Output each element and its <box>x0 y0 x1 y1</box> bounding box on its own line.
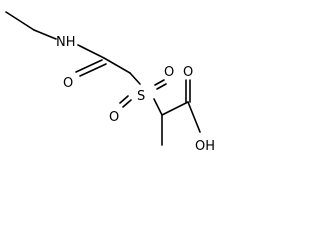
atom-o-carbonyl-acid-label: O <box>183 65 193 80</box>
atom-oh-label: OH <box>195 139 215 154</box>
structure-canvas: NH O S O O O OH <box>5 11 215 154</box>
atom-o-sulfonyl-left-label: O <box>109 110 119 125</box>
bond-ch2-s <box>129 72 141 85</box>
atom-nh-label: NH <box>56 35 76 50</box>
bond-s-oleft-2 <box>122 99 132 108</box>
bond-s-oleft-1 <box>119 95 129 104</box>
bond-s-oright-1 <box>154 79 165 86</box>
bond-s-oright-2 <box>156 83 167 90</box>
bond-ethyl-c1-c2 <box>5 11 35 31</box>
atom-o-sulfonyl-right-label: O <box>164 65 174 80</box>
bond-s-ch <box>153 98 163 116</box>
bond-ethyl-c2-n <box>33 29 57 40</box>
bond-ccarboxyl-oh <box>187 101 201 133</box>
atom-s-label: S <box>137 89 145 104</box>
atom-o-amide-label: O <box>63 76 73 91</box>
bond-camide-o-1 <box>75 59 103 73</box>
bond-n-camide <box>77 44 105 59</box>
bond-camide-ch2 <box>103 57 131 74</box>
molecule-diagram: NH O S O O O OH <box>5 11 215 154</box>
bond-camide-o-2 <box>79 63 107 77</box>
bond-ch-ccarboxyl <box>161 101 189 116</box>
